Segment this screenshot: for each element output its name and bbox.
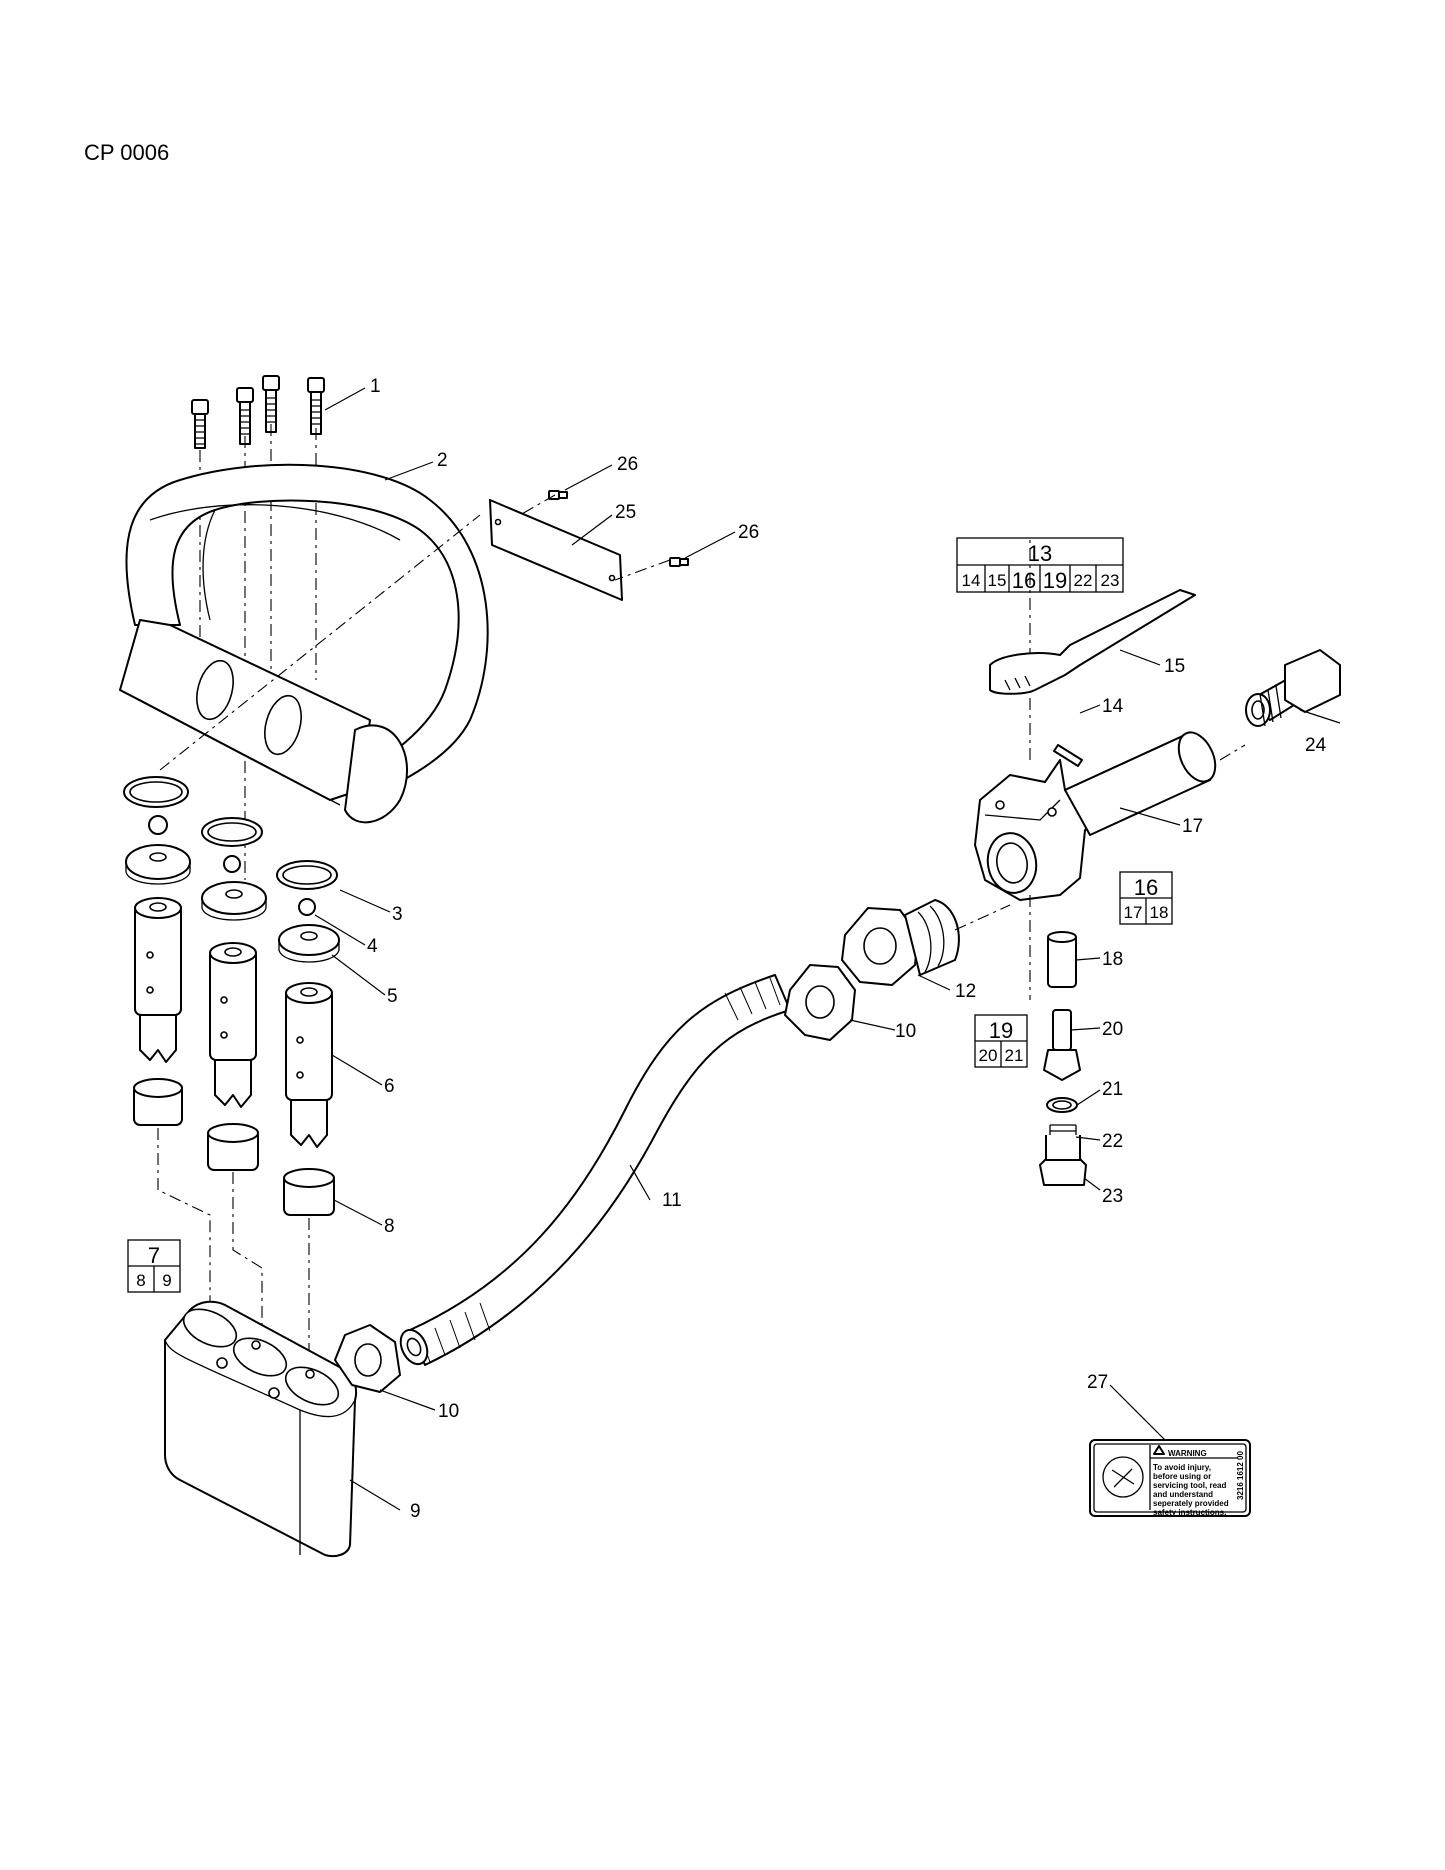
kit-13-member: 14 bbox=[962, 571, 981, 590]
trigger-lever bbox=[989, 589, 1196, 695]
kit-7-main: 7 bbox=[148, 1243, 160, 1268]
kit-box-19: 19 20 21 bbox=[974, 1014, 1028, 1068]
callout-2: 2 bbox=[437, 450, 448, 471]
callout-24: 24 bbox=[1305, 735, 1327, 756]
callout-6: 6 bbox=[384, 1076, 395, 1097]
nipple-fitting bbox=[841, 899, 1011, 986]
leader-lines bbox=[314, 387, 1341, 1511]
callout-14: 14 bbox=[1102, 696, 1124, 717]
handle bbox=[119, 463, 489, 824]
warning-decal: WARNING To avoid injury, before using or… bbox=[1089, 1439, 1251, 1517]
callout-26-upper: 26 bbox=[617, 454, 638, 475]
document-code: CP 0006 bbox=[84, 140, 170, 165]
callout-1: 1 bbox=[370, 376, 381, 397]
valve-stacks bbox=[123, 776, 340, 1355]
kit-13-member: 23 bbox=[1101, 571, 1120, 590]
callout-10-upper: 10 bbox=[895, 1021, 916, 1042]
kit-box-16: 16 17 18 bbox=[1119, 871, 1173, 925]
callout-9: 9 bbox=[410, 1501, 421, 1522]
kit-19-member: 20 bbox=[979, 1046, 998, 1065]
kit-13-member: 22 bbox=[1074, 571, 1093, 590]
callout-27: 27 bbox=[1087, 1372, 1108, 1393]
kit-13-member: 19 bbox=[1043, 568, 1067, 593]
cap-screws bbox=[191, 375, 325, 880]
hose-assembly bbox=[334, 964, 856, 1393]
callout-12: 12 bbox=[955, 981, 976, 1002]
callout-11: 11 bbox=[662, 1190, 682, 1211]
kit-13-main: 13 bbox=[1028, 541, 1052, 566]
kit-19-main: 19 bbox=[989, 1018, 1013, 1043]
warning-heading: WARNING bbox=[1168, 1449, 1207, 1458]
kit-13-member: 16 bbox=[1012, 568, 1036, 593]
callout-23: 23 bbox=[1102, 1186, 1123, 1207]
kit-16-main: 16 bbox=[1134, 875, 1158, 900]
warning-line-6: safety instructions. bbox=[1153, 1508, 1226, 1517]
kit-13-member: 15 bbox=[988, 571, 1007, 590]
callout-22: 22 bbox=[1102, 1131, 1123, 1152]
callout-25: 25 bbox=[615, 502, 636, 523]
callout-numbers: 1 2 3 4 5 6 8 9 10 10 11 12 14 15 17 18 … bbox=[367, 376, 1327, 1522]
callout-26-lower: 26 bbox=[738, 522, 759, 543]
valve-internals bbox=[1039, 931, 1087, 1186]
inlet-connector bbox=[1245, 649, 1341, 727]
kit-box-7: 7 8 9 bbox=[127, 1239, 181, 1293]
kit-7-member: 8 bbox=[136, 1271, 145, 1290]
callout-18: 18 bbox=[1102, 949, 1123, 970]
callout-17: 17 bbox=[1182, 816, 1203, 837]
warning-line-5: seperately provided bbox=[1153, 1499, 1229, 1508]
callout-15: 15 bbox=[1164, 656, 1185, 677]
callout-5: 5 bbox=[387, 986, 398, 1007]
warning-line-3: servicing tool, read bbox=[1153, 1481, 1226, 1490]
kit-16-member: 18 bbox=[1150, 903, 1169, 922]
callout-10-lower: 10 bbox=[438, 1401, 459, 1422]
kit-19-member: 21 bbox=[1005, 1046, 1024, 1065]
callout-4: 4 bbox=[367, 936, 378, 957]
callout-8: 8 bbox=[384, 1216, 395, 1237]
kit-box-13: 13 14 15 16 19 22 23 bbox=[956, 537, 1124, 593]
warning-line-2: before using or bbox=[1153, 1472, 1211, 1481]
warning-line-1: To avoid injury, bbox=[1153, 1463, 1211, 1472]
kit-16-member: 17 bbox=[1124, 903, 1143, 922]
nameplate bbox=[489, 490, 689, 601]
pivot-pin bbox=[1053, 744, 1083, 767]
valve-block bbox=[164, 1300, 358, 1558]
callout-21: 21 bbox=[1102, 1079, 1123, 1100]
valve-body bbox=[974, 540, 1246, 1000]
warning-line-4: and understand bbox=[1153, 1490, 1213, 1499]
warning-part-number: 3216 1612 00 bbox=[1236, 1451, 1245, 1500]
kit-7-member: 9 bbox=[162, 1271, 171, 1290]
callout-20: 20 bbox=[1102, 1019, 1123, 1040]
callout-3: 3 bbox=[392, 904, 403, 925]
